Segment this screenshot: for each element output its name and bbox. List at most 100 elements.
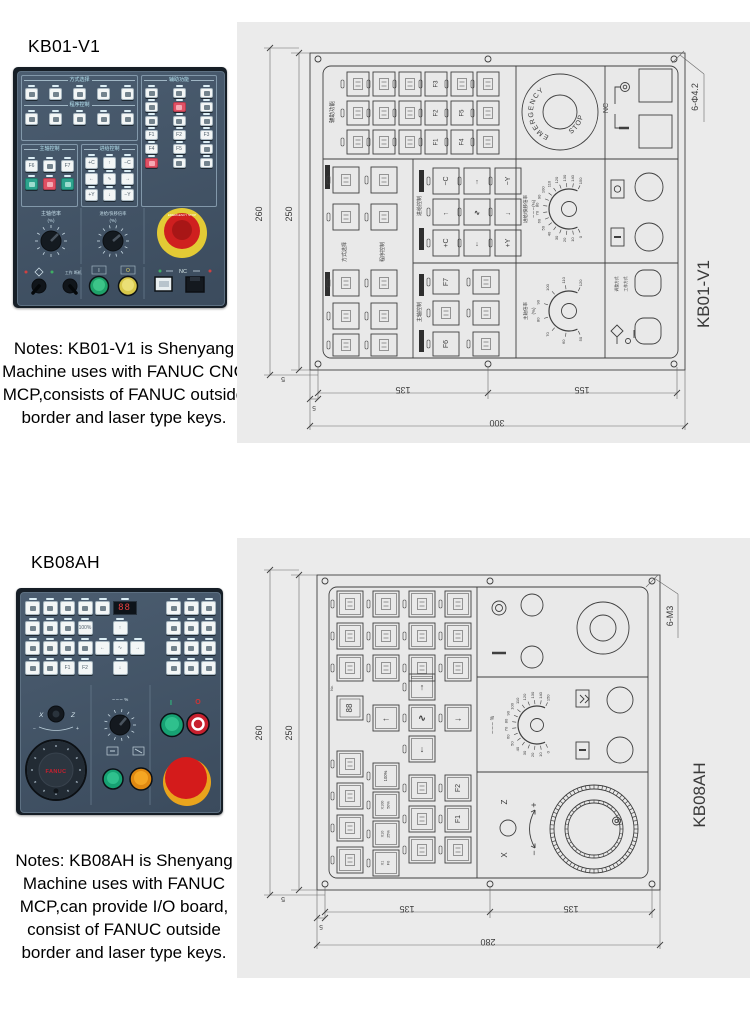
nc-label: NC: [603, 103, 610, 113]
key-led: [81, 618, 89, 620]
dial-tick-label: 20: [562, 237, 567, 242]
feed-knob-ticks: [97, 225, 129, 257]
panel-key: [77, 598, 93, 615]
feed-label: 进给控制: [416, 196, 423, 216]
key-cap: [73, 88, 86, 100]
key-cap: [172, 158, 186, 168]
program-control-label: 程序控制: [24, 102, 135, 109]
key-led: [100, 110, 107, 112]
key-cap: 100%: [77, 621, 93, 635]
panel-key: [201, 638, 216, 655]
svg-text:100%: 100%: [383, 770, 388, 781]
key-led: [116, 638, 124, 640]
spindle-knob-ticks: [35, 225, 67, 257]
nc-connector-square: [638, 114, 673, 149]
key-led: [203, 99, 210, 101]
svg-text:50%: 50%: [386, 801, 390, 809]
handwheel-rim: [25, 739, 87, 801]
feed-override-unit: (%): [110, 218, 117, 223]
notes-line: border and laser type keys.: [21, 408, 227, 427]
dial-tick-label: 140: [570, 174, 575, 181]
dial-tick-label: 100: [545, 283, 550, 290]
key-cap: [121, 88, 134, 100]
kb08-notes: Notes: KB08AH is Shenyang Machine uses w…: [0, 849, 248, 964]
kb08-lower-zone: X Z − + FANUC ∼∼∼ % I O: [25, 685, 211, 806]
aux-key-row: [144, 113, 214, 126]
key-led: [175, 141, 183, 143]
start-label: I: [98, 268, 99, 274]
dial-tick-label: 60: [536, 218, 541, 223]
dim-260: 260: [254, 725, 264, 740]
part-number-label: KB01-V1: [694, 260, 713, 328]
dial-tick-label: 150: [546, 694, 551, 701]
key-led: [106, 154, 113, 156]
key-cap: [145, 88, 158, 98]
feed-key-row: ←∿→: [84, 170, 135, 185]
handwheel-inner-ticks: [565, 800, 623, 858]
key-led: [203, 127, 210, 129]
panel-key: [121, 85, 134, 100]
dial-tick-label: 0: [546, 750, 551, 753]
svg-text:←: ←: [382, 713, 391, 723]
key-cap: [201, 601, 216, 615]
key-cap: [145, 102, 158, 112]
off-label: O: [195, 699, 201, 706]
svg-text:∿: ∿: [418, 713, 426, 723]
key-cap: [25, 601, 40, 615]
handwheel-hub: [38, 752, 74, 788]
panel-key: [201, 598, 216, 615]
handwheel-crank: [612, 816, 621, 826]
dial-tick-label: 70: [503, 726, 508, 731]
holes-spec-label: 6-Φ4.2: [690, 83, 700, 111]
panel-key: [25, 618, 40, 635]
aux-function-label: 辅助功能: [144, 77, 214, 84]
panel-key: F2: [77, 658, 93, 675]
key-led: [204, 658, 213, 660]
feed-knob-pointer: [112, 234, 121, 242]
key-led: [28, 598, 37, 600]
panel-key: [43, 157, 56, 172]
kb01-technical-drawing: EMERGENCY STOP 辅助功能 方式选择 程序控制 进给控制 主轴控制 …: [237, 22, 750, 443]
minus-label: −: [33, 726, 36, 732]
key-led: [63, 618, 72, 620]
axis-z-label: Z: [500, 799, 509, 804]
axis-x-label: X: [38, 712, 44, 719]
panel-key: [97, 110, 110, 125]
key-led: [124, 170, 131, 172]
dial-tick-label: 90: [535, 299, 540, 304]
fanuc-brand: FANUC: [46, 769, 67, 775]
panel-key: [200, 141, 213, 154]
dim-280: 280: [480, 937, 495, 947]
panel-key: [201, 658, 216, 675]
key-cap: [61, 178, 74, 190]
handwheel-tick-ring: [550, 785, 638, 873]
key-led: [116, 658, 124, 660]
dim-155: 155: [574, 385, 589, 395]
panel-key: [73, 85, 86, 100]
panel-key: [60, 638, 75, 655]
panel-key: [25, 175, 38, 190]
panel-key: [42, 658, 58, 675]
key-led: [100, 85, 107, 87]
panel-key: F4: [145, 141, 158, 154]
panel-key: +C: [85, 154, 98, 169]
svg-text:↓: ↓: [475, 241, 479, 248]
svg-text:−C: −C: [443, 176, 450, 185]
panel-key: [42, 618, 58, 635]
aux-key-row: [144, 85, 214, 98]
feed-key-row: +C↑−C: [84, 154, 135, 169]
key-led: [148, 127, 155, 129]
key-led: [203, 141, 210, 143]
key-cap: ↓: [103, 189, 116, 201]
notes-line: MCP,consists of FANUC outside: [2, 385, 246, 404]
spindle-override-unit: (%): [48, 218, 55, 223]
key-cap: [145, 116, 158, 126]
model-title-kb08: KB08AH: [31, 551, 100, 572]
model-title-kb01: KB01-V1: [28, 35, 101, 56]
dim-5: 5: [319, 923, 323, 930]
panel-key: [49, 85, 62, 100]
key-led: [175, 99, 183, 101]
